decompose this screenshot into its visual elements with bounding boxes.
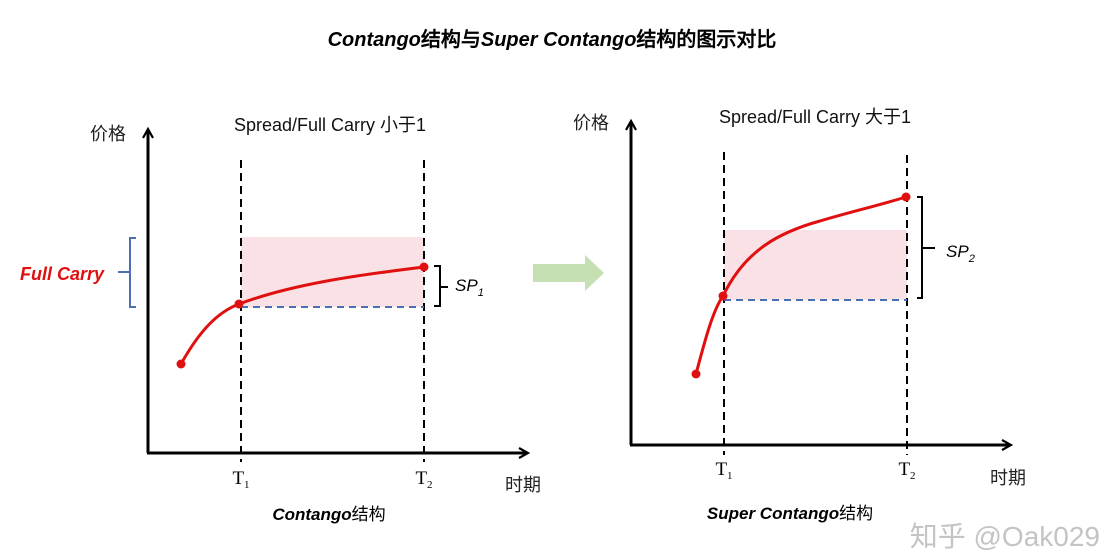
main-title: Contango结构与Super Contango结构的图示对比 [328, 27, 777, 51]
sp-bracket [917, 196, 935, 299]
sp-label: SP2 [946, 242, 975, 265]
panel-header: Spread/Full Carry 小于1 [234, 115, 426, 135]
y-axis-label: 价格 [90, 124, 126, 145]
t1-label: T1 [715, 459, 732, 482]
right-panel: SP2 价格 Spread/Full Carry 大于1 T1 T2 时期 Su… [573, 107, 1026, 524]
curve-start-point [691, 369, 701, 379]
price-curve [179, 265, 425, 365]
t1-point [234, 299, 244, 309]
t2-point [419, 262, 429, 272]
sp-bracket [434, 265, 448, 307]
panel-caption: Super Contango结构 [707, 504, 873, 524]
full-carry-bracket [118, 237, 136, 308]
t2-point [901, 192, 911, 202]
t1-point [718, 291, 728, 301]
panel-caption: Contango结构 [272, 505, 385, 525]
left-panel: SP1 Full Carry 价格 Spread/Full Carry 小于1 … [20, 115, 541, 525]
shaded-region [724, 230, 907, 300]
price-curve [694, 195, 907, 375]
panel-header: Spread/Full Carry 大于1 [719, 107, 911, 127]
curve-start-point [176, 359, 186, 369]
t2-label: T2 [415, 468, 432, 491]
watermark: 知乎 @Oak029 [910, 521, 1100, 551]
t1-label: T1 [232, 468, 249, 491]
full-carry-label: Full Carry [20, 264, 105, 284]
x-axis-label: 时期 [505, 475, 541, 496]
right-arrow-icon [533, 255, 604, 291]
t2-label: T2 [898, 459, 915, 482]
sp-label: SP1 [455, 276, 484, 299]
shaded-region [241, 237, 424, 307]
x-axis-label: 时期 [990, 468, 1026, 489]
y-axis-label: 价格 [573, 113, 609, 134]
